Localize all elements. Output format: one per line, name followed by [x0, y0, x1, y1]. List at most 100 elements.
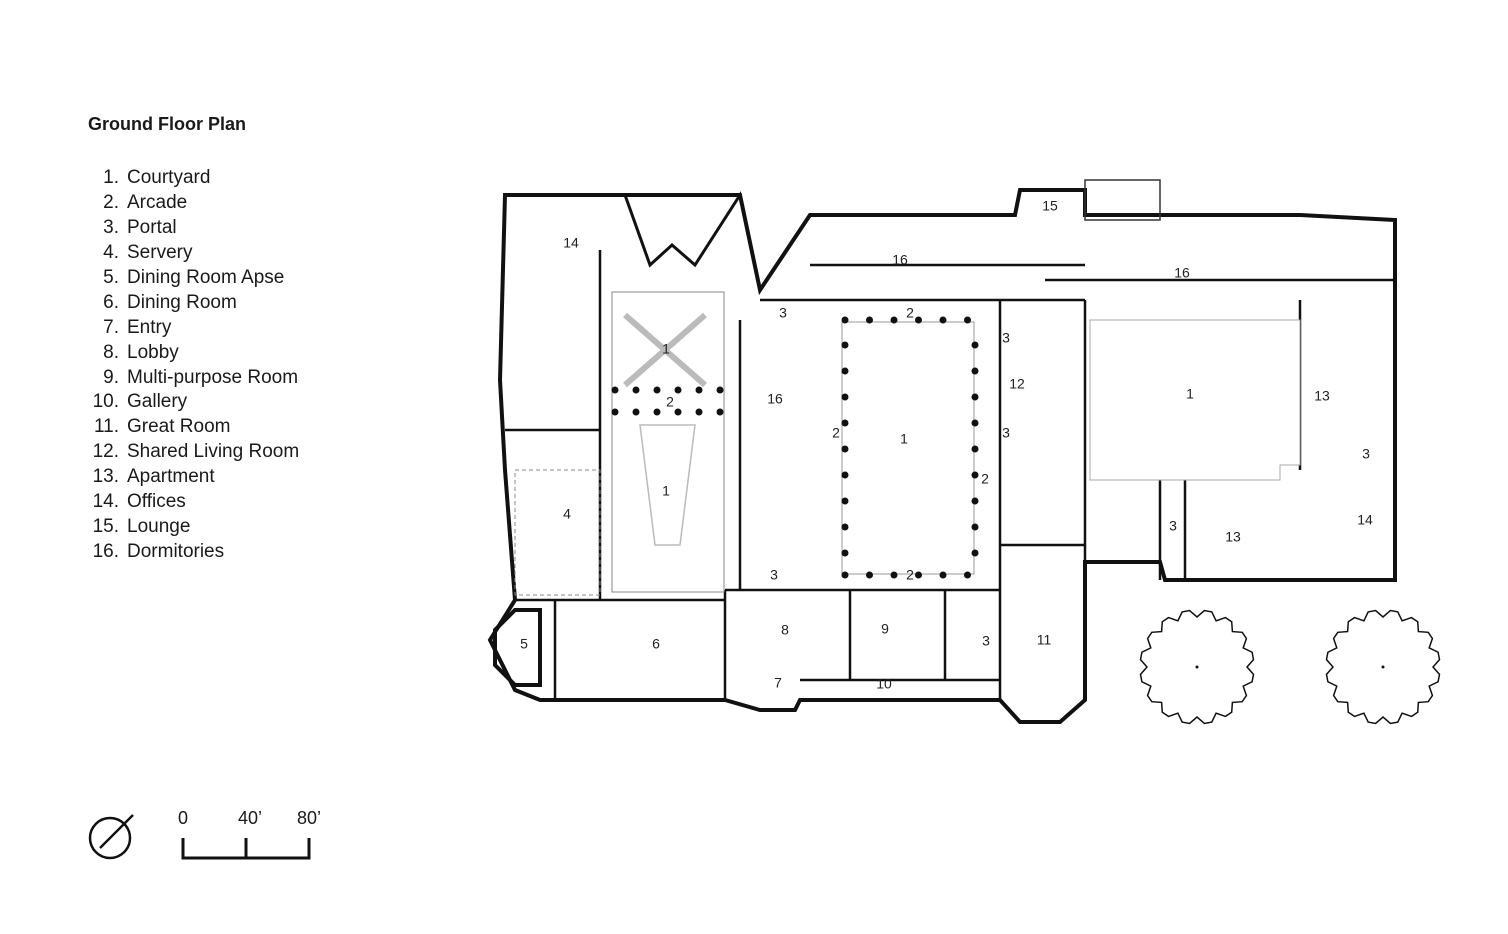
column	[841, 471, 849, 479]
legend-item: 8.Lobby	[88, 340, 299, 365]
legend-number: 5.	[103, 267, 119, 288]
legend-number: 11.	[93, 416, 119, 438]
legend-item: 11. Great Room	[88, 415, 299, 440]
room-label: 3	[1002, 330, 1010, 346]
arcade-columns	[611, 316, 979, 579]
plan-title: Ground Floor Plan	[88, 114, 246, 134]
legend-number: 6.	[103, 291, 119, 313]
room-label: 2	[906, 567, 914, 583]
column	[653, 386, 661, 394]
column	[841, 367, 849, 375]
room-label: 16	[767, 391, 783, 407]
room-label: 2	[981, 471, 989, 487]
room-label: 7	[774, 675, 782, 691]
room-label: 3	[982, 633, 990, 649]
legend-item: 4. Servery	[88, 241, 299, 266]
column	[716, 386, 724, 394]
column	[841, 571, 849, 579]
column	[915, 316, 922, 324]
scale-tick-label: 80’	[297, 808, 321, 828]
legend-label: Great Room	[127, 416, 231, 438]
legend-label: Arcade	[127, 192, 188, 214]
legend-number: 7.	[103, 316, 119, 338]
column	[841, 523, 849, 531]
column	[841, 341, 849, 349]
column	[866, 316, 873, 324]
column	[915, 571, 922, 579]
legend-label: Servery	[127, 242, 193, 264]
legend-item: 12.Shared Living Room	[88, 440, 300, 465]
room-label: 13	[1314, 388, 1330, 404]
tree-center	[1195, 665, 1199, 669]
column	[971, 419, 979, 427]
room-label: 14	[1357, 512, 1373, 528]
room-label: 2	[832, 425, 840, 441]
legend-label: Dining Room Apse	[127, 267, 285, 288]
column	[964, 571, 971, 579]
legend-item: 9. Multi-purpose Room	[88, 365, 299, 390]
column	[971, 497, 979, 505]
legend-item: 5. Dining Room Apse	[88, 266, 299, 291]
room-label: 2	[666, 394, 674, 410]
room-label: 8	[781, 622, 789, 638]
legend-label: Multi-purpose Room	[127, 366, 299, 388]
column	[716, 408, 724, 416]
legend-number: 10.	[92, 391, 119, 413]
column	[674, 386, 682, 394]
column	[841, 393, 849, 401]
column	[695, 386, 703, 394]
scale-tick-label: 40’	[238, 808, 262, 828]
room-label: 12	[1009, 376, 1025, 392]
courtyard-path	[623, 312, 707, 388]
column	[632, 386, 640, 394]
legend-number: 8.	[103, 341, 119, 363]
legend-number: 1.	[103, 167, 119, 189]
scale-tick-label: 0	[178, 808, 188, 828]
legend-number: 14.	[92, 491, 119, 513]
legend-label: Apartment	[127, 466, 215, 488]
column	[939, 571, 947, 579]
courtyard-path	[639, 424, 696, 546]
tree-icon	[1139, 609, 1255, 725]
room-label: 4	[563, 506, 571, 522]
column	[890, 316, 898, 324]
legend-label: Offices	[127, 491, 186, 513]
legend-item: 7. Entry	[88, 315, 299, 340]
legend-label: Gallery	[127, 391, 188, 413]
room-label: 16	[1174, 265, 1190, 281]
legend-number: 9.	[103, 366, 119, 388]
legend-item: 13.Apartment	[88, 465, 299, 490]
column	[841, 549, 849, 557]
legend-item: 6. Dining Room	[88, 290, 299, 315]
column	[971, 393, 979, 401]
legend-number: 4.	[103, 242, 119, 264]
column	[841, 419, 849, 427]
legend-item: 15.Lounge	[88, 514, 299, 539]
room-label: 13	[1225, 529, 1241, 545]
legend-number: 3.	[103, 217, 119, 239]
scale-bar	[181, 838, 311, 860]
column	[964, 316, 971, 324]
legend-label: Dormitories	[127, 540, 225, 562]
legend-item: 3. Portal	[88, 216, 299, 241]
legend-label: Entry	[127, 316, 172, 338]
legend-number: 15.	[92, 515, 119, 537]
room-label: 3	[779, 305, 787, 321]
room-label: 9	[881, 621, 889, 637]
column	[971, 523, 979, 531]
column	[971, 445, 979, 453]
legend-number: 16.	[92, 540, 119, 562]
central-courtyard	[841, 321, 975, 575]
legend-label: Dining Room	[127, 291, 237, 313]
trees	[1139, 609, 1441, 725]
column	[653, 408, 661, 416]
room-label: 14	[563, 235, 579, 251]
north-arrow-icon	[88, 814, 134, 860]
legend-label: Shared Living Room	[127, 441, 300, 463]
room-label: 5	[520, 636, 528, 652]
legend-label: Portal	[127, 217, 177, 239]
room-label: 16	[892, 252, 908, 268]
legend-item: 14. Offices	[88, 490, 299, 515]
